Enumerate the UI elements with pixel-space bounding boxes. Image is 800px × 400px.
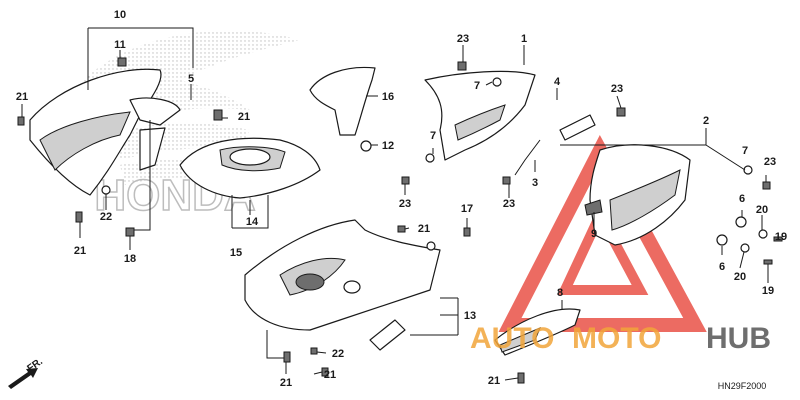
watermark-word-3: HUB <box>706 322 771 355</box>
callout-20: 20 <box>734 271 746 283</box>
callout-22: 22 <box>100 211 112 223</box>
callout-11: 11 <box>114 39 126 51</box>
watermark-word-1: AUTO <box>470 322 554 355</box>
callout-10: 10 <box>114 9 126 21</box>
callout-23: 23 <box>611 83 623 95</box>
fasteners <box>17 57 783 384</box>
callout-1: 1 <box>521 33 527 45</box>
callout-23: 23 <box>503 198 515 210</box>
plate-8 <box>494 308 581 356</box>
watermark-logo <box>498 135 707 332</box>
left-upper-cover <box>29 68 181 196</box>
callout-21: 21 <box>488 375 500 387</box>
callout-12: 12 <box>382 140 394 152</box>
callout-21: 21 <box>74 245 86 257</box>
lower-cover-13 <box>244 219 441 351</box>
callout-15: 15 <box>230 247 242 259</box>
callout-21: 21 <box>238 111 250 123</box>
leader-lines <box>21 27 769 381</box>
callouts: 10 11 5 21 22 21 18 21 16 12 14 15 23 1 … <box>16 9 787 389</box>
callout-8: 8 <box>557 287 563 299</box>
callout-22: 22 <box>332 348 344 360</box>
callout-21: 21 <box>16 91 28 103</box>
callout-23: 23 <box>457 33 469 45</box>
nut-12 <box>360 140 372 152</box>
callout-20: 20 <box>756 204 768 216</box>
rod-3 <box>514 114 596 176</box>
watermark-word-2: MOTO <box>572 322 661 355</box>
bracket-16 <box>309 66 376 136</box>
callout-19: 19 <box>762 285 774 297</box>
callout-2: 2 <box>703 115 709 127</box>
callout-18: 18 <box>124 253 136 265</box>
callout-7: 7 <box>742 145 748 157</box>
callout-16: 16 <box>382 91 394 103</box>
callout-3: 3 <box>532 177 538 189</box>
callout-21: 21 <box>418 223 430 235</box>
side-cover-2 <box>584 144 691 246</box>
callout-5: 5 <box>188 73 194 85</box>
callout-13: 13 <box>464 310 476 322</box>
callout-17: 17 <box>461 203 473 215</box>
callout-7: 7 <box>474 80 480 92</box>
inner-cover-1 <box>424 70 536 161</box>
callout-14: 14 <box>246 216 259 228</box>
front-arrow: FR. <box>8 356 45 389</box>
callout-7: 7 <box>430 130 436 142</box>
callout-9: 9 <box>591 228 597 240</box>
diagram-code: HN29F2000 <box>718 381 767 391</box>
callout-21: 21 <box>324 369 336 381</box>
callout-21: 21 <box>280 377 292 389</box>
tank-cover <box>179 137 321 199</box>
watermark-text: AUTO MOTO HUB <box>470 322 771 355</box>
callout-6: 6 <box>739 193 745 205</box>
callout-23: 23 <box>399 198 411 210</box>
callout-4: 4 <box>554 76 561 88</box>
callout-6: 6 <box>719 261 725 273</box>
callout-23: 23 <box>764 156 776 168</box>
callout-19: 19 <box>775 231 787 243</box>
